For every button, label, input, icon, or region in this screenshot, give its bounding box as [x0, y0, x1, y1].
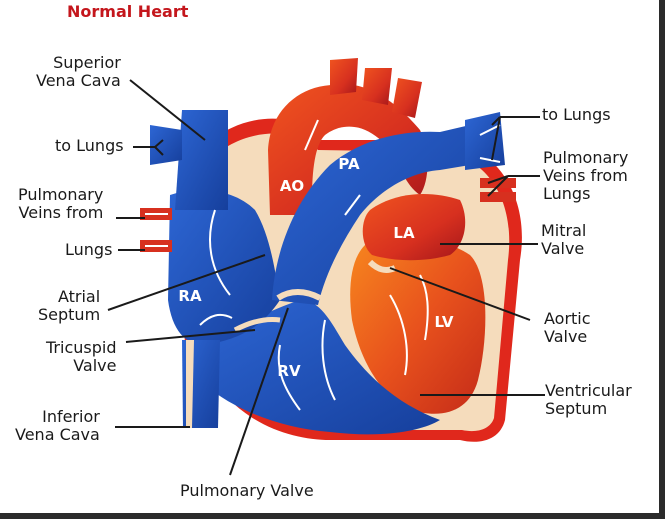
leader-superior-vena-cava: [129, 79, 206, 141]
right-ventricle-shape: [200, 300, 440, 435]
leader-tricuspid-valve: [125, 329, 256, 343]
label-to-lungs-left: to Lungs: [55, 136, 124, 155]
leader-aortic-valve: [389, 267, 531, 321]
leader-pulmonary-veins-right-a: [487, 175, 509, 184]
label-tricuspid-valve: Tricuspid Valve: [46, 338, 117, 375]
label-atrial-septum: Atrial Septum: [38, 287, 101, 324]
right-pulmonary-vein-lower: [480, 192, 516, 202]
label-pulmonary-valve: Pulmonary Valve: [180, 481, 314, 500]
flow-arrow-rv-2: [277, 344, 301, 411]
diagram-frame: Normal Heart: [0, 0, 659, 513]
pulmonary-valve-shape: [276, 289, 322, 301]
aortic-branch-2: [362, 68, 392, 105]
label-lungs-left: Lungs: [65, 240, 113, 259]
flow-arrow-ra-2: [199, 313, 233, 326]
flow-arrow-lv: [389, 294, 408, 376]
left-atrium-shape: [362, 194, 466, 261]
label-la: LA: [393, 224, 415, 242]
label-pa: PA: [338, 155, 360, 173]
label-superior-vena-cava: Superior Vena Cava: [36, 53, 121, 90]
flow-arrow-to-lungs-right-2: [479, 157, 501, 163]
right-atrium-shape: [168, 190, 280, 345]
aorta-shape: [268, 84, 428, 215]
ivc-wall: [186, 340, 194, 428]
label-lv: LV: [434, 313, 453, 331]
pulmonary-artery-shape: [272, 125, 470, 305]
label-pulmonary-veins-right: Pulmonary Veins from Lungs: [543, 148, 629, 203]
label-ao: AO: [280, 177, 304, 195]
heart-illustration: AO PA LA RA RV LV: [107, 58, 545, 476]
leader-to-lungs-left-b: [154, 146, 164, 156]
flow-arrow-to-lungs-right: [479, 124, 501, 136]
flow-arrow-ao: [304, 119, 319, 151]
label-rv: RV: [277, 362, 301, 380]
flow-arrow-pa: [344, 194, 361, 216]
label-inferior-vena-cava: Inferior Vena Cava: [15, 407, 100, 444]
aortic-branch-3: [392, 78, 422, 118]
flow-arrow-rv: [321, 319, 336, 401]
diagram-title: Normal Heart: [67, 2, 189, 21]
superior-vena-cava-shape: [175, 110, 228, 210]
label-pulmonary-veins-left: Pulmonary Veins from: [18, 185, 104, 222]
flow-arrow-ra: [209, 209, 231, 296]
leader-lines: [107, 79, 545, 476]
label-ventricular-septum: Ventricular Septum: [545, 381, 632, 418]
aortic-branch-1: [330, 58, 358, 95]
label-aortic-valve: Aortic Valve: [544, 309, 591, 346]
leader-pulmonary-valve: [229, 307, 289, 476]
leader-pulmonary-veins-right-b: [487, 175, 509, 197]
label-ra: RA: [178, 287, 202, 305]
left-ventricle-shape: [350, 238, 486, 414]
leader-to-lungs-right-a: [491, 116, 501, 126]
leader-to-lungs-left-a: [154, 139, 164, 148]
left-pa-branch: [150, 125, 182, 165]
leader-to-lungs-right-b: [491, 116, 501, 161]
tricuspid-valve-shape: [233, 317, 281, 333]
leader-atrial-septum: [107, 254, 266, 311]
label-to-lungs-right: to Lungs: [542, 105, 611, 124]
right-pulmonary-vein-upper: [480, 178, 516, 188]
label-mitral-valve: Mitral Valve: [541, 221, 587, 258]
